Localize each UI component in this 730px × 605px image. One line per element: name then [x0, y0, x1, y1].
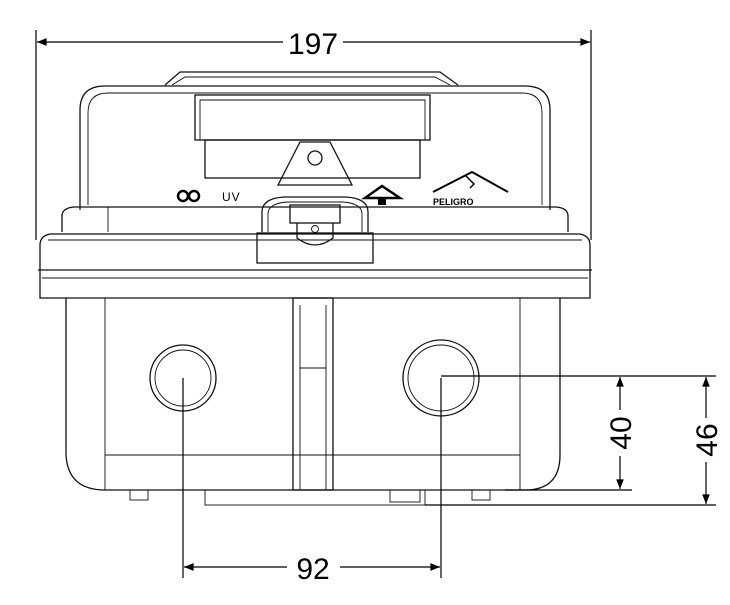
markings: UV PELIGRO [176, 170, 509, 207]
dimension-hole-height-46: 46 [425, 375, 724, 506]
dimension-label-40: 40 [605, 416, 638, 449]
latch [261, 196, 369, 232]
dimension-label-92: 92 [296, 553, 329, 586]
hinge-screw [307, 150, 323, 166]
danger-label: PELIGRO [433, 197, 474, 207]
dimension-label-46: 46 [691, 423, 724, 456]
top-cap [164, 71, 459, 86]
dimension-overall-width: 197 [35, 28, 592, 240]
latch-band [61, 196, 569, 264]
upper-housing [79, 85, 551, 210]
uv-label: UV [222, 190, 241, 204]
hinge-tab [276, 141, 354, 186]
lower-body [65, 297, 561, 506]
center-rib [292, 297, 334, 491]
dimension-hole-height-40: 40 [441, 375, 638, 491]
lamp-symbol-icon [176, 189, 201, 203]
flange [38, 233, 592, 299]
danger-triangle-icon [432, 170, 509, 193]
recycle-symbol-icon [361, 184, 405, 205]
dimension-label-197: 197 [288, 28, 338, 61]
dimension-hole-spacing: 92 [182, 378, 442, 586]
